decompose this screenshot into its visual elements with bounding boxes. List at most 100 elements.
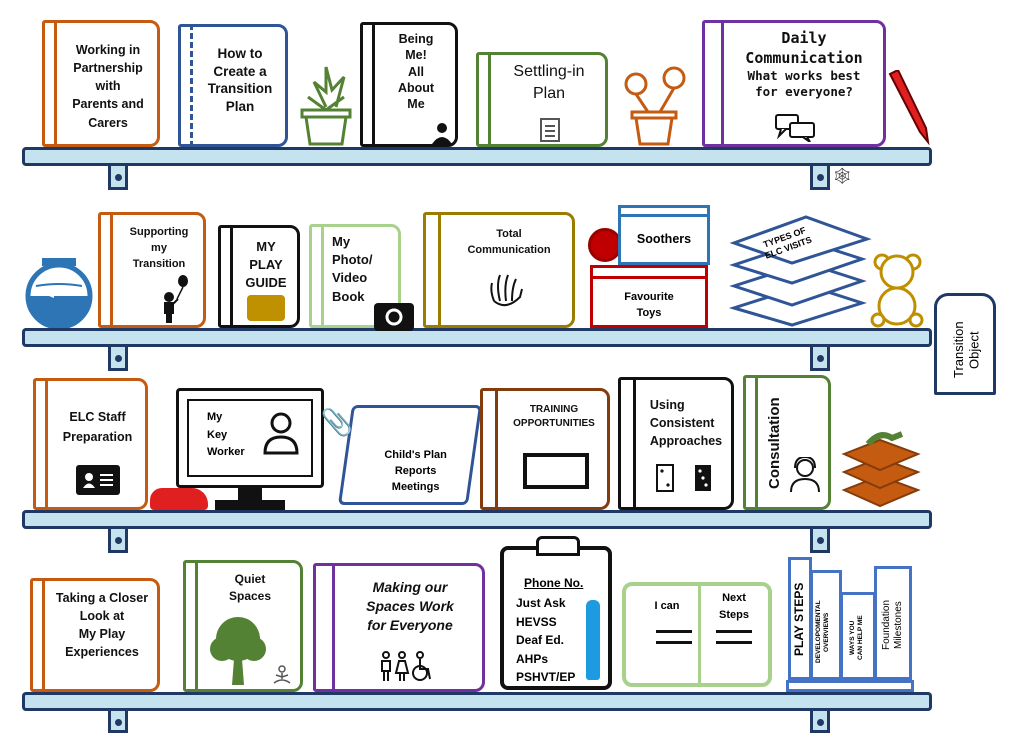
bracket: [108, 529, 128, 553]
book-label: Taking a Closer Look at My Play Experien…: [55, 591, 149, 660]
clipboard-clip: [536, 536, 580, 556]
phone-list-item: PSHVT/EP: [516, 670, 576, 685]
book-label: DEVELOPOMENTAL OVERVIEWS: [815, 600, 830, 664]
headset-person-icon: [788, 457, 822, 493]
book-label: Being Me! All About Me: [397, 32, 435, 111]
favourite-toys-box[interactable]: Favourite Toys: [590, 265, 708, 328]
book-label: Working in Partnership with Parents and …: [72, 43, 144, 130]
bracket: [108, 166, 128, 190]
book-total-communication[interactable]: Total Communication: [423, 212, 575, 328]
book-subtitle: What works best for everyone?: [747, 68, 861, 100]
book-label: Making our Spaces Work for Everyone: [366, 579, 454, 633]
transition-object-tag: Transition Object: [934, 293, 996, 395]
book-label: ELC Staff Preparation: [62, 410, 133, 444]
book-label: Quiet Spaces: [228, 572, 272, 603]
people-accessibility-icon: [378, 651, 438, 681]
meditation-icon: [272, 665, 292, 685]
book-photo-video[interactable]: My Photo/ Video Book: [309, 224, 414, 331]
speech-bubbles-icon: [775, 114, 815, 142]
book-consistent-approaches[interactable]: Using Consistent Approaches: [618, 377, 734, 510]
books-caterpillar-icon: [840, 428, 922, 510]
beach-ball-icon: [588, 228, 622, 262]
book-title: Daily Communication: [745, 29, 863, 67]
open-book-i-can-next-steps[interactable]: I can Next Steps: [622, 582, 772, 687]
pencil-icon: [586, 600, 600, 680]
text-lines-icon: [716, 630, 752, 644]
paperclip-icon: 📎: [320, 406, 354, 437]
bracket: [108, 711, 128, 733]
bracket: [108, 347, 128, 371]
book-label: TRAINING OPPORTUNITIES: [513, 404, 595, 429]
book-my-play-guide[interactable]: MY PLAY GUIDE: [218, 225, 300, 328]
box-lid: [618, 205, 710, 217]
monitor-base: [215, 500, 285, 510]
bracket: [810, 711, 830, 733]
tree-icon: [208, 615, 268, 685]
folder-childs-plan[interactable]: Child's Plan Reports Meetings: [337, 405, 483, 505]
box-lid: [590, 265, 708, 279]
phone-title: Phone No.: [524, 576, 584, 590]
shelf-4: [22, 692, 932, 711]
camera-icon: [374, 303, 414, 331]
text-lines-icon: [656, 630, 692, 644]
book-label: Consultation: [766, 397, 783, 489]
book-label: Total Communication: [467, 228, 551, 256]
book-label: Supporting my Transition: [129, 226, 189, 270]
book-play-steps[interactable]: PLAY STEPS: [788, 557, 812, 680]
page-label: Next Steps: [719, 592, 749, 621]
book-developmental-overviews[interactable]: DEVELOPOMENTAL OVERVIEWS: [810, 570, 842, 680]
book-fold: [698, 586, 701, 683]
spider-web-icon: 🕸: [832, 168, 853, 185]
dice-icon: [655, 463, 715, 493]
book-closer-look[interactable]: Taking a Closer Look at My Play Experien…: [30, 578, 160, 692]
teddy-bear-icon: [870, 248, 925, 328]
books-base: [786, 680, 914, 692]
id-badge-icon: [76, 465, 120, 495]
clipboard-checklist-icon: [539, 116, 561, 142]
shelf-3: [22, 510, 932, 529]
page-label: I can: [654, 600, 680, 612]
book-supporting-my-transition[interactable]: Supporting my Transition: [98, 212, 206, 328]
book-ways-you-can-help[interactable]: WAYS YOU CAN HELP ME: [840, 592, 876, 680]
monitor-stand: [238, 488, 262, 500]
book-label: PLAY STEPS: [792, 582, 806, 656]
book-label: MY PLAY GUIDE: [245, 239, 287, 291]
phone-list-item: AHPs: [516, 651, 549, 666]
shelf-2: [22, 328, 932, 347]
book-working-in-partnership[interactable]: Working in Partnership with Parents and …: [42, 20, 160, 147]
book-label: WAYS YOU CAN HELP ME: [849, 615, 864, 661]
book-label: Using Consistent Approaches: [649, 398, 723, 449]
book-stack-elc-visits[interactable]: TYPES OF ELC VISITS: [722, 213, 872, 328]
red-pencil-icon: [884, 70, 932, 148]
phone-list-item: Just Ask: [516, 596, 566, 610]
tag-label: Transition Object: [951, 321, 982, 379]
succulent-plant-icon: [298, 62, 354, 147]
teacher-board-icon: [523, 453, 589, 489]
book-staff-preparation[interactable]: ELC Staff Preparation: [33, 378, 148, 510]
book-consultation[interactable]: Consultation: [743, 375, 831, 510]
book-quiet-spaces[interactable]: Quiet Spaces: [183, 560, 303, 692]
monitor-label: My Key Worker: [207, 411, 245, 459]
book-training-opportunities[interactable]: TRAINING OPPORTUNITIES: [480, 388, 610, 510]
box-label: Favourite Toys: [624, 291, 674, 319]
person-outline-icon: [261, 411, 301, 455]
toy-car-icon: [150, 488, 208, 510]
shelf-1: [22, 147, 932, 166]
fishbowl-icon: [24, 256, 94, 328]
book-label: Foundation Milestones: [881, 599, 904, 651]
soothers-box[interactable]: Soothers: [618, 205, 710, 265]
book-foundation-milestones[interactable]: Foundation Milestones: [874, 566, 912, 680]
book-label: Settling-in Plan: [513, 63, 585, 103]
box-label: Soothers: [636, 232, 692, 246]
waving-hand-icon: [486, 271, 526, 311]
book-transition-plan[interactable]: How to Create a Transition Plan: [178, 24, 288, 147]
book-being-me[interactable]: Being Me! All About Me: [360, 22, 458, 147]
monitor-key-worker[interactable]: My Key Worker: [176, 388, 324, 488]
book-spaces-work[interactable]: Making our Spaces Work for Everyone: [313, 563, 485, 692]
book-label: How to Create a Transition Plan: [207, 46, 273, 114]
book-settling-in-plan[interactable]: Settling-in Plan: [476, 52, 608, 147]
bracket: [810, 529, 830, 553]
